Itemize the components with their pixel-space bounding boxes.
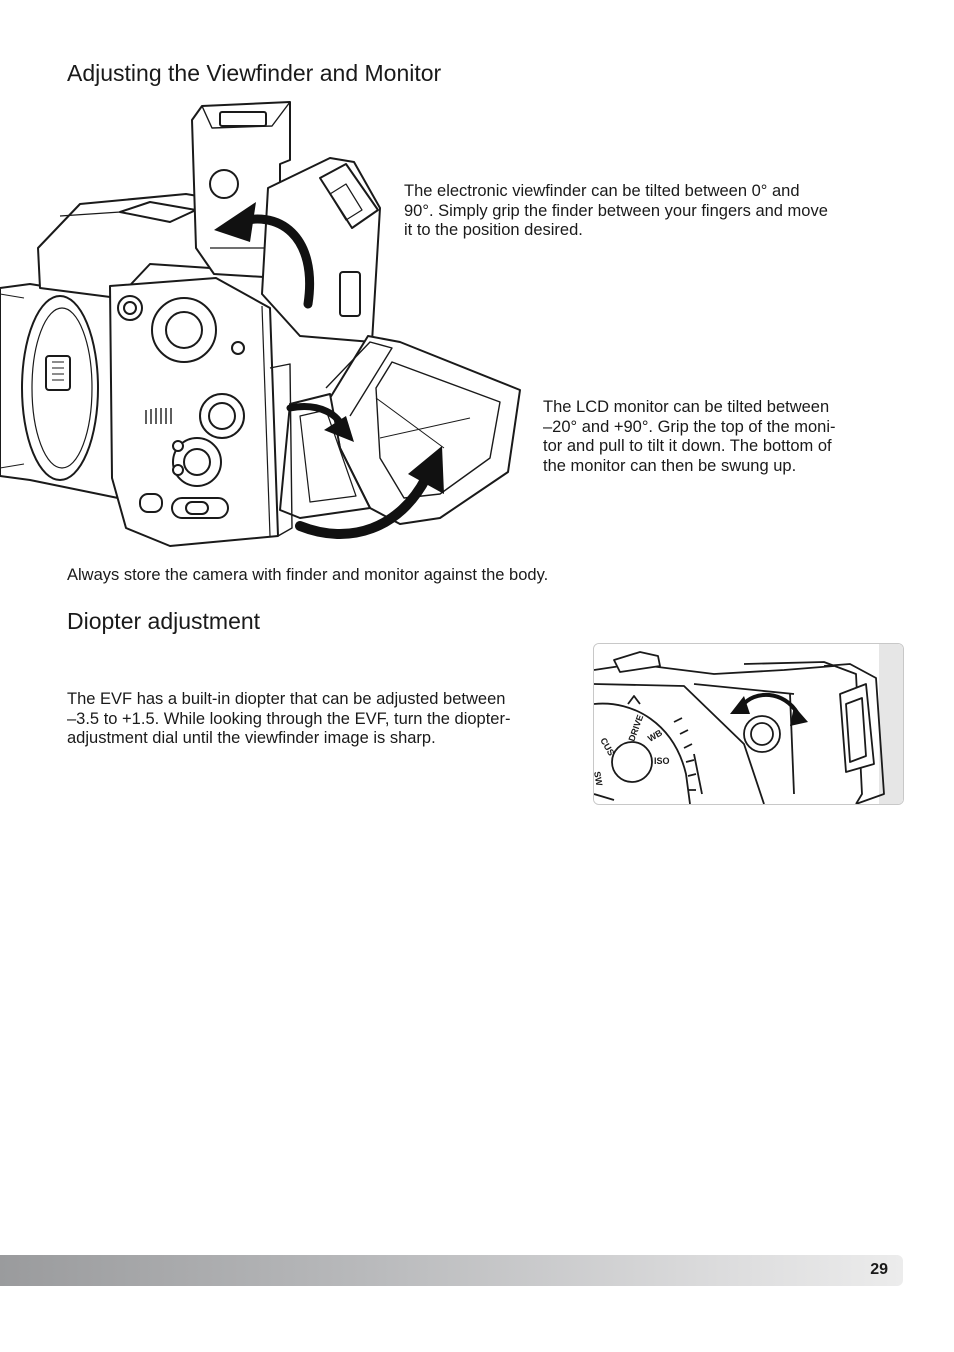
evf-tilt-text: The electronic viewfinder can be tilted … (404, 182, 828, 241)
text-line: the monitor can then be swung up. (543, 456, 797, 475)
camera-illustration (0, 101, 521, 547)
diopter-illustration: DRIVE WB ISO CUS SW (593, 643, 904, 805)
text-line: 90°. Simply grip the finder between your… (404, 201, 828, 220)
diopter-text: The EVF has a built-in diopter that can … (67, 690, 510, 749)
text-line: –3.5 to +1.5. While looking through the … (67, 709, 511, 728)
lcd-tilt-text: The LCD monitor can be tilted between –2… (543, 398, 836, 476)
footer-bar: 29 (0, 1255, 903, 1286)
text-line: tor and pull to tilt it down. The bottom… (543, 437, 832, 455)
page-number: 29 (870, 1261, 888, 1278)
text-line: adjustment dial until the viewfinder ima… (67, 729, 436, 747)
text-line: The LCD monitor can be tilted between (543, 398, 830, 416)
section-title-viewfinder: Adjusting the Viewfinder and Monitor (67, 60, 442, 86)
dial-label-sw: SW (594, 771, 604, 788)
text-line: The electronic viewfinder can be tilted … (404, 182, 800, 200)
section-title-diopter: Diopter adjustment (67, 608, 261, 634)
text-line: it to the position desired. (404, 221, 583, 239)
text-line: –20° and +90°. Grip the top of the moni- (543, 417, 836, 436)
text-line: The EVF has a built-in diopter that can … (67, 690, 506, 708)
storage-note: Always store the camera with finder and … (67, 566, 549, 584)
dial-label-iso: ISO (654, 756, 670, 766)
